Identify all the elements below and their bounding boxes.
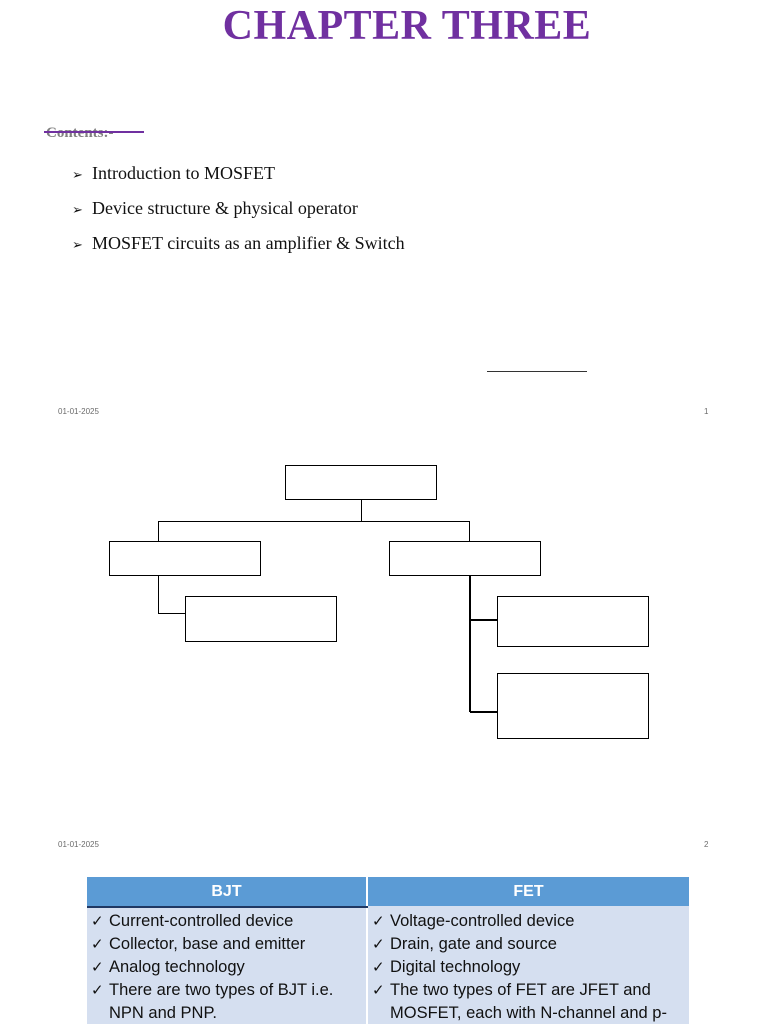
arrow-bullet-icon: ➢	[72, 203, 83, 218]
slide-number: 2	[704, 840, 709, 849]
checkmark-icon: ✓	[91, 935, 104, 953]
checkmark-icon: ✓	[91, 981, 104, 999]
diagram-connector-right	[469, 576, 497, 713]
diagram-connector-left	[158, 576, 185, 614]
list-item: ✓Analog technology	[91, 956, 362, 979]
table-header-bjt: BJT	[87, 877, 368, 908]
list-item-text: Device structure & physical operator	[92, 198, 358, 218]
diagram-box-left	[109, 541, 261, 576]
contents-label: Contents:-	[46, 125, 114, 141]
diagram-connector-root	[158, 500, 470, 541]
strike-line	[44, 131, 144, 133]
comparison-table: BJT FET ✓Current-controlled device ✓Coll…	[87, 877, 689, 1024]
list-item: ✓Voltage-controlled device	[372, 910, 685, 933]
list-item: ➢ Introduction to MOSFET	[72, 163, 405, 198]
list-item: ✓There are two types of BJT i.e. NPN and…	[91, 981, 334, 1022]
table-row: ✓Current-controlled device ✓Collector, b…	[87, 907, 689, 1024]
checkmark-icon: ✓	[372, 958, 385, 976]
list-item: ➢ Device structure & physical operator	[72, 198, 405, 233]
list-item: ✓Collector, base and emitter	[91, 933, 362, 956]
diagram-box-right-child-2	[497, 673, 649, 739]
diagram-box-left-child	[185, 596, 337, 642]
page-title: CHAPTER THREE	[222, 3, 592, 49]
list-item: ✓The two types of FET are JFET and MOSFE…	[372, 981, 667, 1022]
list-item: ✓Current-controlled device	[91, 910, 362, 933]
decorative-rule	[487, 371, 587, 372]
checkmark-icon: ✓	[91, 958, 104, 976]
slide-number: 1	[704, 407, 709, 416]
table-header-fet: FET	[367, 877, 689, 908]
checkmark-icon: ✓	[91, 912, 104, 930]
checkmark-icon: ✓	[372, 981, 385, 999]
list-item-text: Introduction to MOSFET	[92, 163, 275, 183]
checkmark-icon: ✓	[372, 912, 385, 930]
bjt-cell: ✓Current-controlled device ✓Collector, b…	[87, 907, 368, 1024]
arrow-bullet-icon: ➢	[72, 238, 83, 253]
list-item: ✓Digital technology	[372, 956, 685, 979]
arrow-bullet-icon: ➢	[72, 168, 83, 183]
slide-date: 01-01-2025	[58, 840, 99, 849]
list-item: ✓Drain, gate and source	[372, 933, 685, 956]
checkmark-icon: ✓	[372, 935, 385, 953]
diagram-box-right-child-1	[497, 596, 649, 647]
diagram-box-root	[285, 465, 437, 500]
fet-cell: ✓Voltage-controlled device ✓Drain, gate …	[367, 907, 689, 1024]
table-header-row: BJT FET	[87, 877, 689, 908]
diagram-box-right	[389, 541, 541, 576]
list-item: ➢ MOSFET circuits as an amplifier & Switc…	[72, 233, 405, 268]
slide-date: 01-01-2025	[58, 407, 99, 416]
contents-list: ➢ Introduction to MOSFET ➢ Device structur…	[72, 163, 405, 268]
list-item-text: MOSFET circuits as an amplifier & Switch	[92, 233, 405, 253]
